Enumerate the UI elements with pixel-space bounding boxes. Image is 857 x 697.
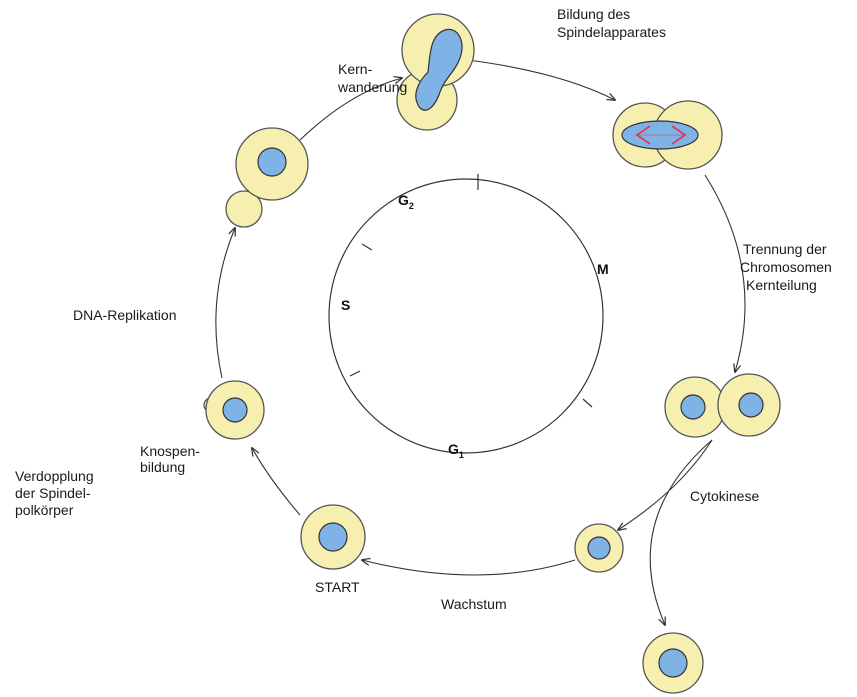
tick-g1-m xyxy=(583,399,592,407)
cycle-ring xyxy=(329,179,603,453)
label-start: START xyxy=(315,579,360,595)
arrow-to-chromosome-separation xyxy=(705,175,745,372)
label-spindle-formation: Bildung des Spindelapparates xyxy=(557,6,666,40)
tick-s-g1 xyxy=(350,371,360,376)
arrow-dna-replication xyxy=(216,228,235,378)
cell-start xyxy=(301,505,365,569)
arrow-to-second-daughter xyxy=(650,440,712,625)
phase-g1: G1 xyxy=(448,441,464,460)
tick-g2-s xyxy=(362,244,372,250)
cell-mother xyxy=(643,633,703,693)
cell-daughter xyxy=(575,524,623,572)
cell-spindle-formation xyxy=(613,101,722,169)
label-spindle-pole-duplication: Verdopplung der Spindel- polkörper xyxy=(15,468,98,518)
cell-bud-growing xyxy=(226,128,308,227)
label-kernwanderung: Kern- wanderung xyxy=(337,61,407,95)
cell-nuclear-migration xyxy=(397,14,474,130)
label-chromosome-separation: Trennung der Chromosomen Kernteilung xyxy=(740,241,836,293)
arrow-to-spindle-formation xyxy=(468,60,615,100)
phase-circle xyxy=(329,174,603,453)
phase-g2: G2 xyxy=(398,192,414,211)
arrow-growth xyxy=(362,560,575,575)
arrow-to-budding xyxy=(252,448,300,515)
cell-nuclear-division xyxy=(665,374,780,437)
label-dna-replication: DNA-Replikation xyxy=(73,307,176,323)
phase-s: S xyxy=(341,297,350,313)
phase-m: M xyxy=(597,261,609,277)
label-cytokinese: Cytokinese xyxy=(690,488,759,504)
cell-budding xyxy=(204,381,264,439)
label-wachstum: Wachstum xyxy=(441,596,507,612)
label-knospenbildung: Knospen- bildung xyxy=(140,443,204,475)
